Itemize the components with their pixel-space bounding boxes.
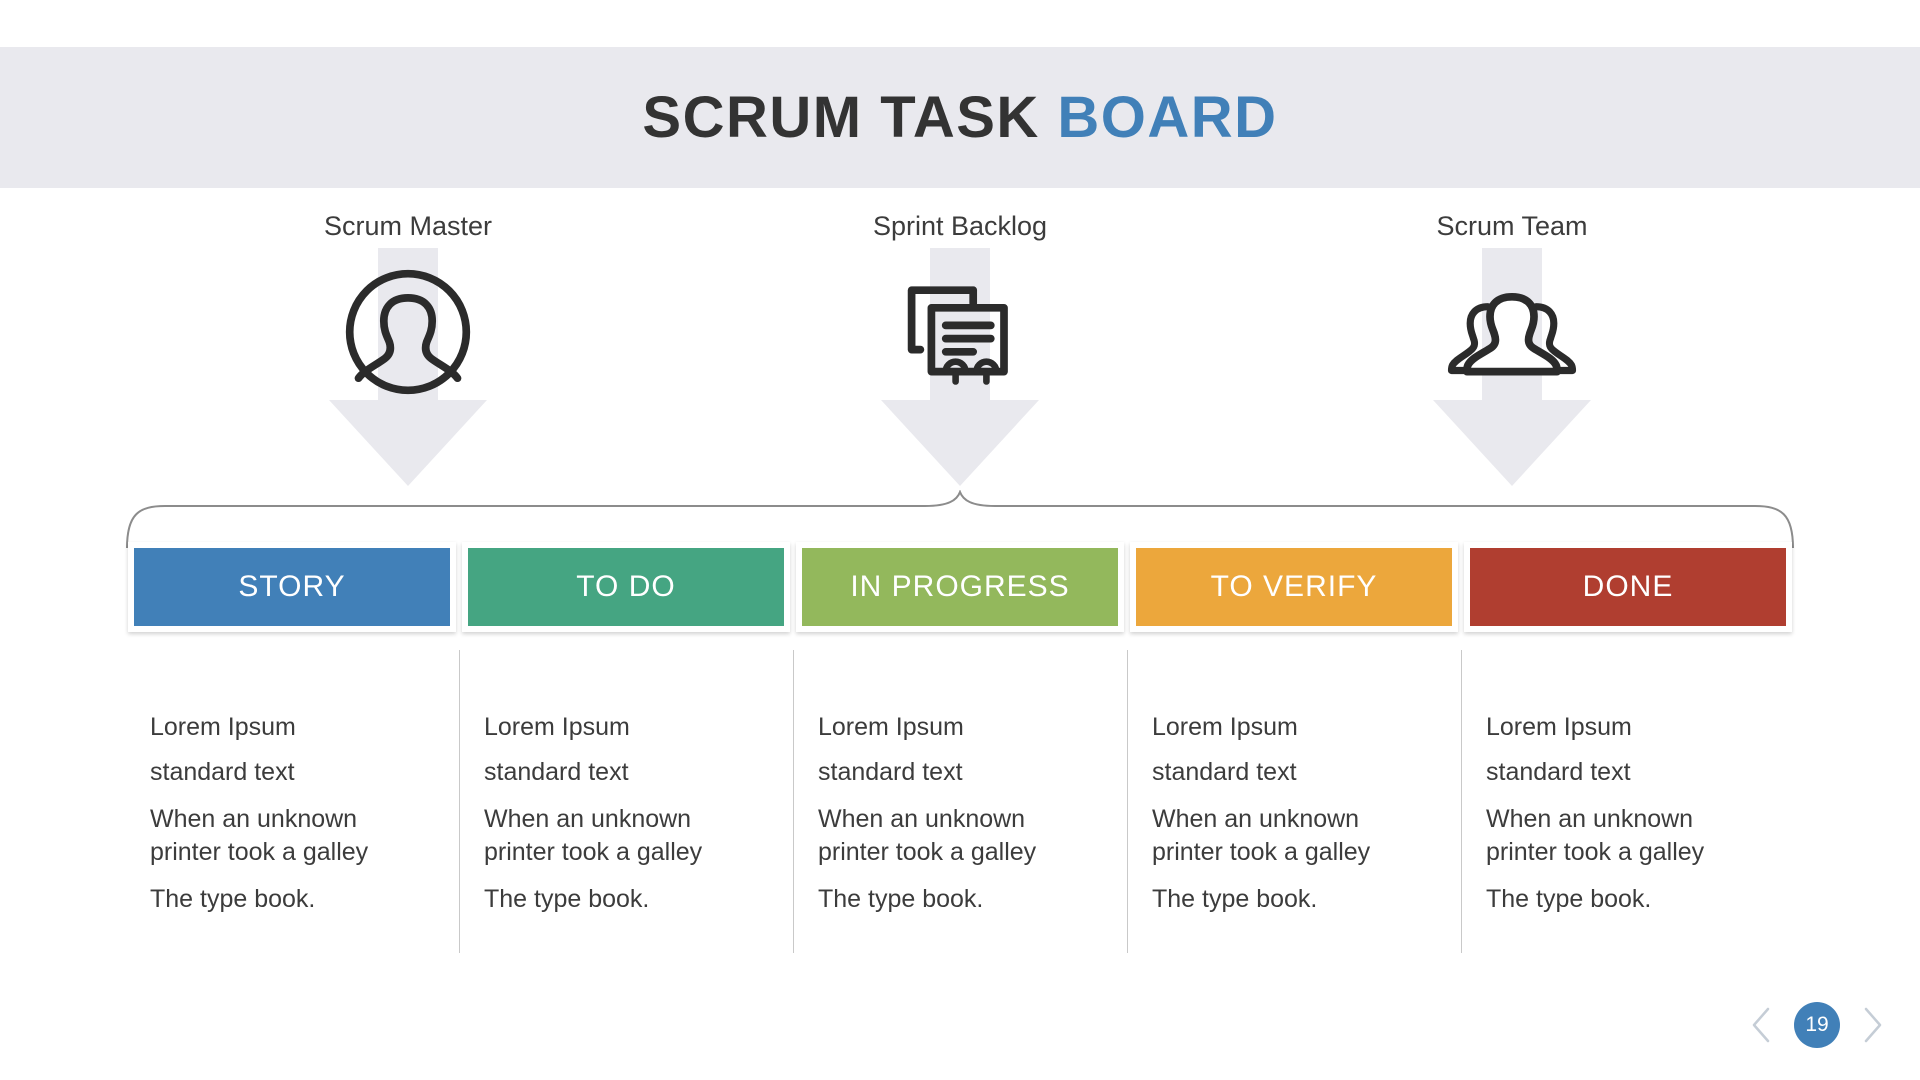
column-header[interactable]: STORY [134,548,450,626]
column-header[interactable]: DONE [1470,548,1786,626]
column-header-label: IN PROGRESS [850,570,1070,603]
column-header-label: TO VERIFY [1210,570,1378,603]
column-body-in-progress: Lorem Ipsum standard text When an unknow… [793,650,1124,960]
group-of-people-icon [1447,292,1577,376]
column-body-to-do: Lorem Ipsum standard text When an unknow… [459,650,790,960]
page-title: SCRUM TASK BOARD [642,84,1277,151]
body-line: When an unknown printer took a galley [150,805,369,866]
body-line: The type book. [484,885,650,913]
column-header-label: TO DO [576,570,676,603]
body-line: When an unknown printer took a galley [818,805,1037,866]
column-body-story: Lorem Ipsum standard text When an unknow… [128,650,456,960]
column-to-do: TO DO [462,542,790,632]
body-line: Lorem Ipsum [1486,713,1632,741]
body-line: standard text [1152,758,1297,786]
column-body-to-verify: Lorem Ipsum standard text When an unknow… [1127,650,1458,960]
body-line: Lorem Ipsum [818,713,964,741]
board-bodies: Lorem Ipsum standard text When an unknow… [128,650,1792,960]
column-to-verify: TO VERIFY [1130,542,1458,632]
page-title-main: SCRUM TASK [642,85,1058,150]
body-line: When an unknown printer took a galley [484,805,703,866]
role-scrum-team: Scrum Team [1332,210,1692,498]
column-header[interactable]: TO VERIFY [1136,548,1452,626]
down-arrow-shape [329,248,487,486]
column-story: STORY [128,542,456,632]
column-header-label: STORY [238,570,346,603]
column-header-label: DONE [1582,570,1674,603]
column-header[interactable]: TO DO [468,548,784,626]
title-band: SCRUM TASK BOARD [0,47,1920,188]
body-line: standard text [1486,758,1631,786]
body-line: When an unknown printer took a galley [1486,805,1705,866]
page-number-label: 19 [1805,1013,1829,1036]
body-line: Lorem Ipsum [484,713,630,741]
column-header-frame: TO DO [462,542,790,632]
body-line: Lorem Ipsum [1152,713,1298,741]
column-header-frame: IN PROGRESS [796,542,1124,632]
body-line: standard text [818,758,963,786]
column-done: DONE [1464,542,1792,632]
body-line: The type book. [1486,885,1652,913]
brace-connector [126,490,1794,549]
board-headers: STORY TO DO IN PROGRESS TO VERIFY DONE [128,542,1792,632]
column-header-frame: DONE [1464,542,1792,632]
chevron-left-icon[interactable] [1748,1005,1774,1045]
chevron-right-icon[interactable] [1860,1005,1886,1045]
body-line: The type book. [818,885,984,913]
pager: 19 [1748,1002,1886,1048]
column-in-progress: IN PROGRESS [796,542,1124,632]
roles-row: Scrum Master Sprint Backlog [0,210,1920,510]
down-arrow-shape [881,248,1039,486]
body-line: standard text [484,758,629,786]
body-line: The type book. [1152,885,1318,913]
documents-icon [907,286,1008,385]
role-label: Scrum Team [1436,211,1588,241]
body-line: standard text [150,758,295,786]
role-graphic [1332,248,1692,498]
person-in-circle-icon [345,269,471,395]
body-line: Lorem Ipsum [150,713,296,741]
column-header-frame: TO VERIFY [1130,542,1458,632]
role-scrum-master: Scrum Master [228,210,588,498]
role-label: Scrum Master [323,211,493,241]
page-title-accent: BOARD [1057,85,1278,150]
role-graphic [780,248,1140,498]
body-line: The type book. [150,885,316,913]
column-header[interactable]: IN PROGRESS [802,548,1118,626]
page-number-badge[interactable]: 19 [1794,1002,1840,1048]
role-graphic [228,248,588,498]
body-line: When an unknown printer took a galley [1152,805,1371,866]
role-sprint-backlog: Sprint Backlog [780,210,1140,498]
column-body-done: Lorem Ipsum standard text When an unknow… [1461,650,1792,960]
column-header-frame: STORY [128,542,456,632]
role-label: Sprint Backlog [872,211,1048,241]
